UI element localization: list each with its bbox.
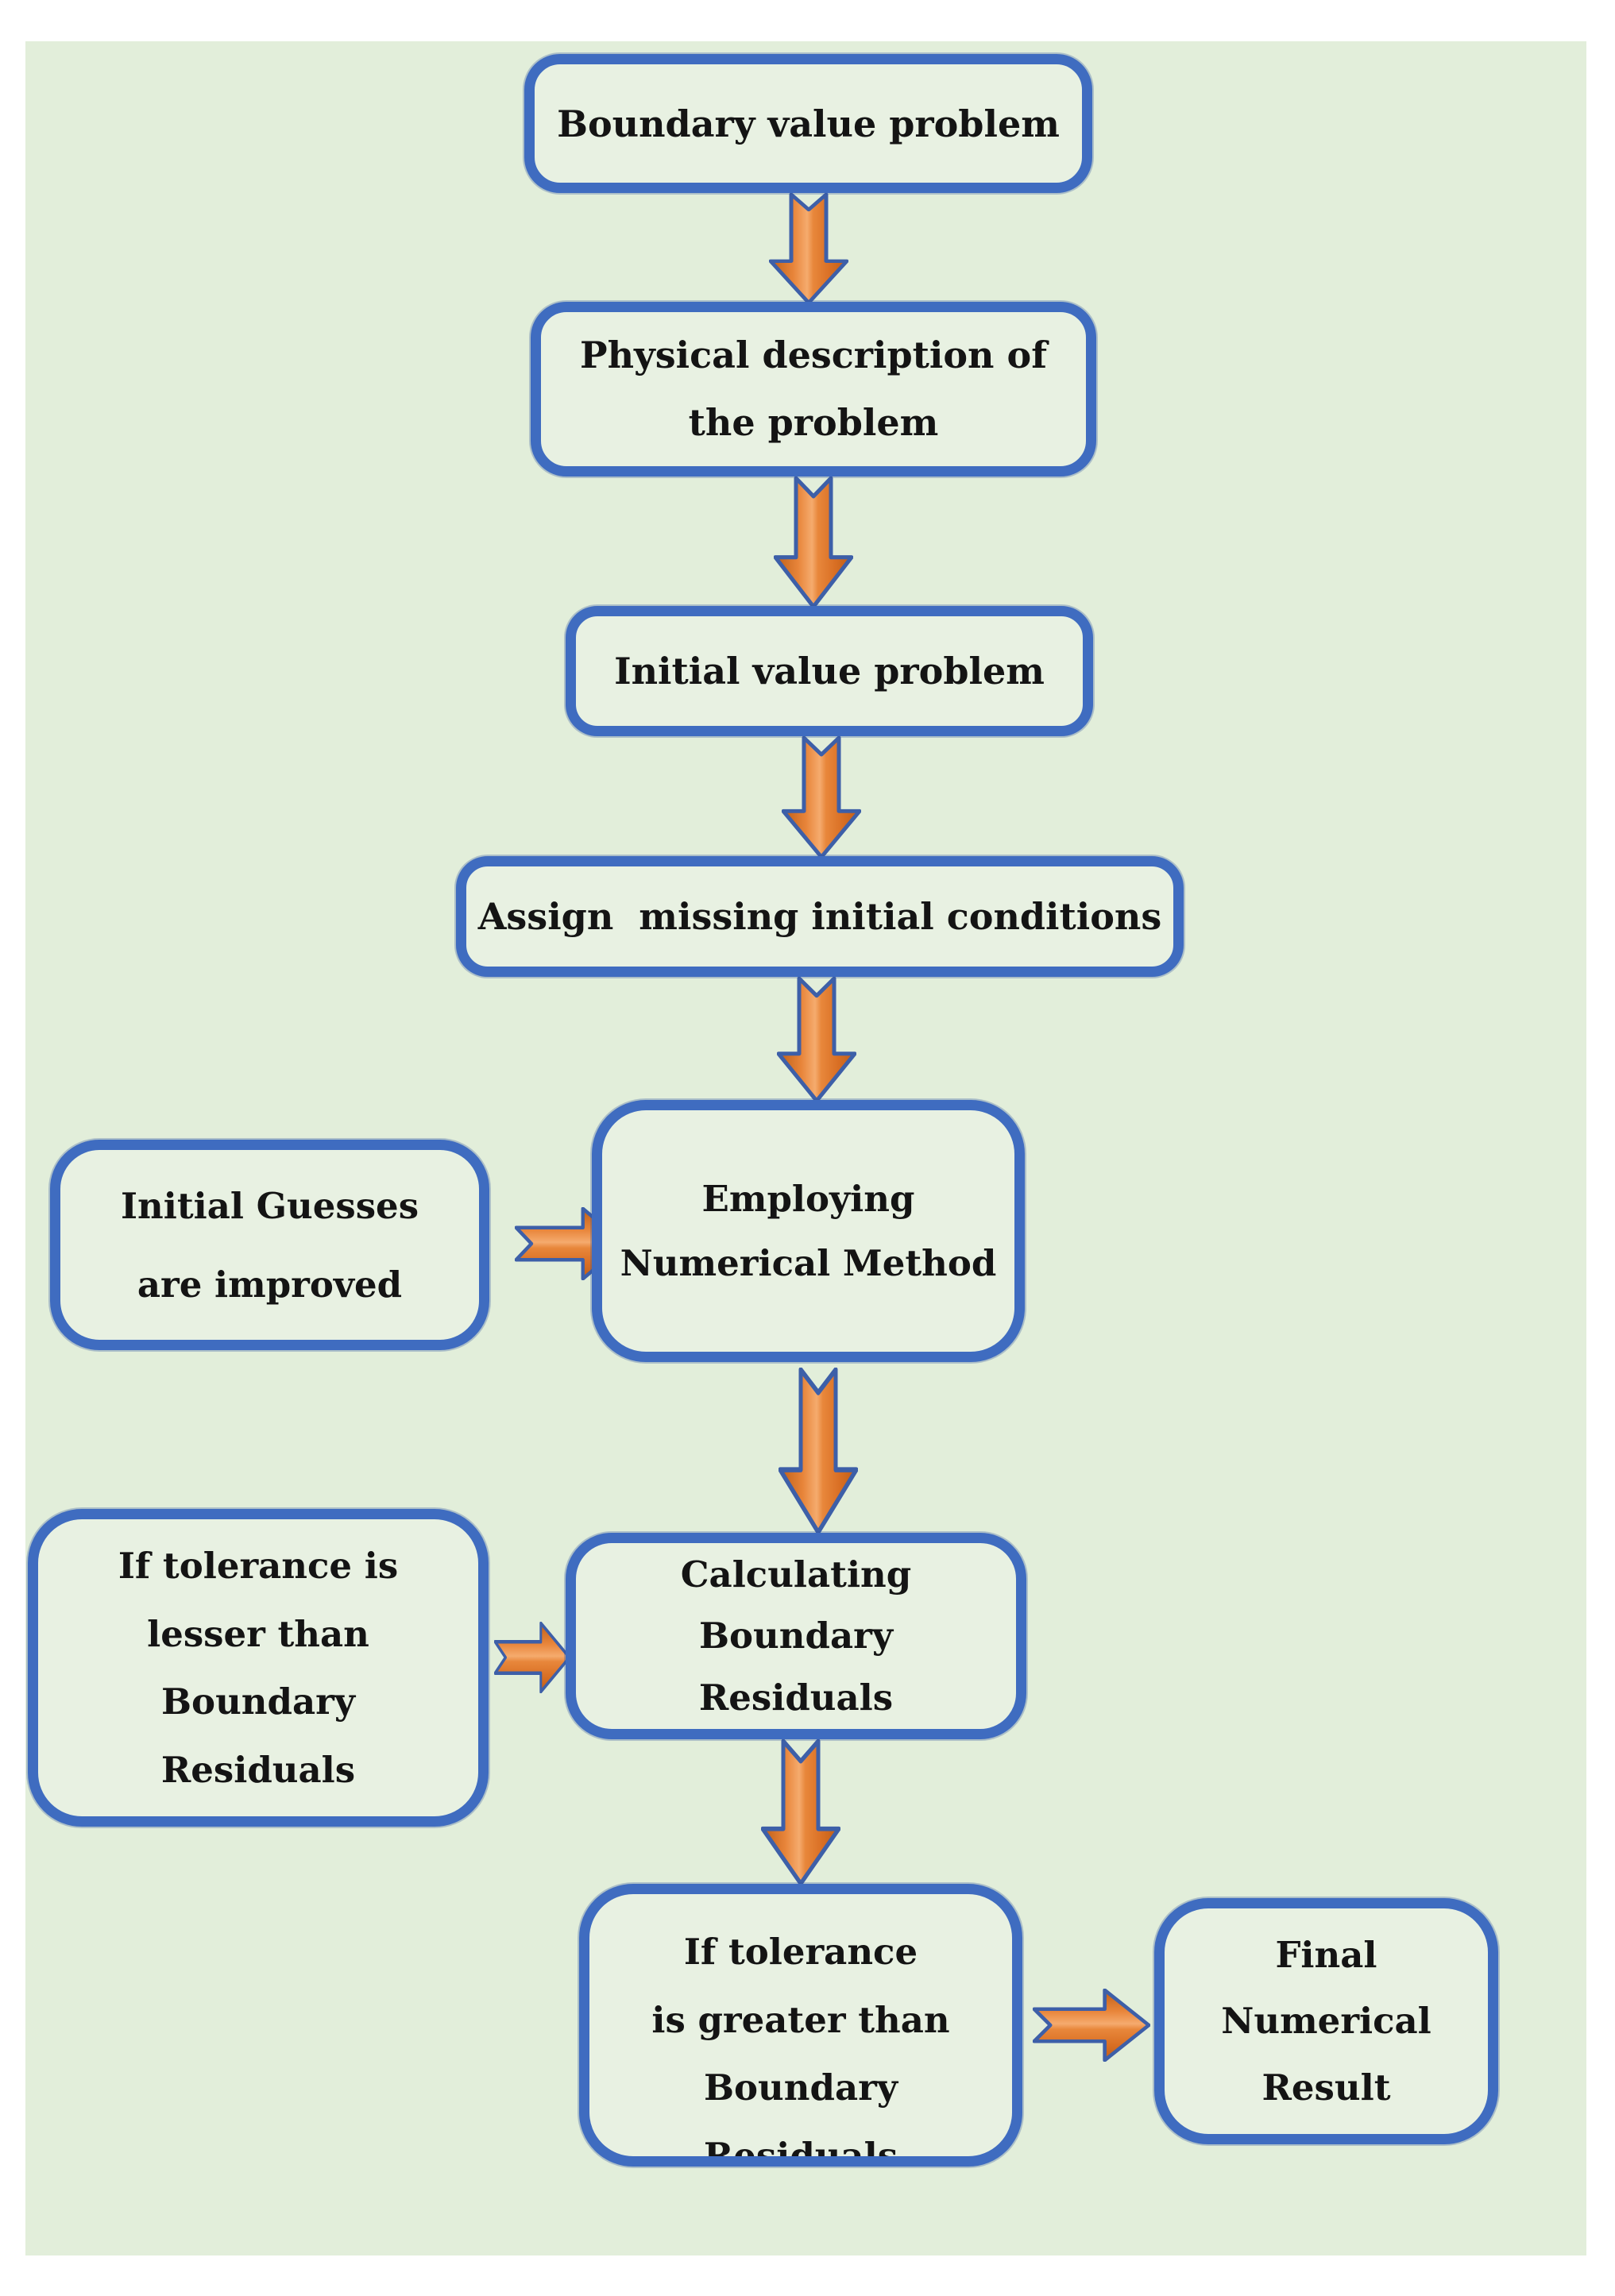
flow-node-employing-numerical-method: Employing Numerical Method — [592, 1100, 1025, 1362]
arrow-down-icon — [782, 736, 861, 859]
flow-node-boundary-value-problem: Boundary value problem — [524, 54, 1092, 193]
arrow-down-icon — [769, 193, 848, 304]
arrow-down-icon — [774, 477, 853, 608]
flow-node-tolerance-greater: If tolerance is greater than Boundary Re… — [579, 1884, 1022, 2167]
arrow-down-icon — [761, 1739, 840, 1885]
node-label: Assign missing initial conditions — [477, 895, 1162, 938]
flow-node-assign-missing-initial-conditions: Assign missing initial conditions — [456, 856, 1184, 977]
arrow-down-icon — [777, 977, 856, 1102]
flow-node-initial-value-problem: Initial value problem — [566, 606, 1093, 736]
flow-node-calculating-boundary-residuals: Calculating Boundary Residuals — [566, 1533, 1026, 1739]
flow-node-tolerance-lesser: If tolerance is lesser than Boundary Res… — [28, 1509, 489, 1827]
flow-node-initial-guesses-improved: Initial Guesses are improved — [50, 1140, 489, 1350]
flow-node-final-numerical-result: Final Numerical Result — [1154, 1898, 1498, 2144]
node-label: Employing Numerical Method — [620, 1178, 997, 1284]
arrow-right-icon — [1033, 1989, 1150, 2062]
node-label: If tolerance is greater than Boundary Re… — [651, 1931, 950, 2167]
node-label: If tolerance is lesser than Boundary Res… — [118, 1545, 399, 1791]
node-label: Final Numerical Result — [1221, 1934, 1431, 2109]
flow-node-physical-description: Physical description of the problem — [531, 302, 1096, 477]
arrow-right-icon — [494, 1622, 570, 1693]
node-label: Calculating Boundary Residuals — [680, 1553, 912, 1719]
node-label: Boundary value problem — [557, 102, 1060, 145]
node-label: Initial Guesses are improved — [120, 1184, 419, 1306]
arrow-down-icon — [779, 1368, 858, 1534]
node-label: Initial value problem — [614, 650, 1045, 693]
node-label: Physical description of the problem — [580, 333, 1047, 444]
